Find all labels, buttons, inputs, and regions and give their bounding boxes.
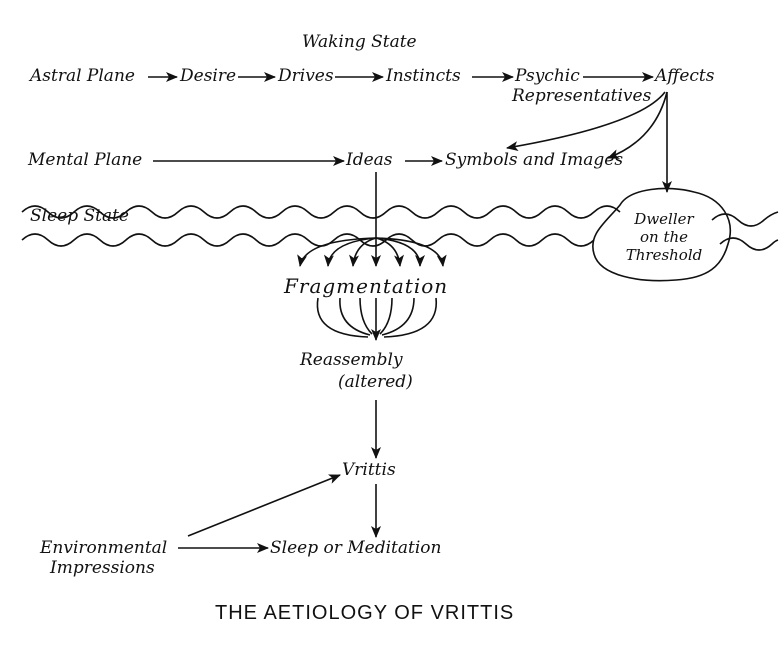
frag-arrow-5 (375, 237, 404, 267)
reassembly-arc-5 (381, 297, 415, 336)
reassembly-label: Reassembly (300, 350, 403, 370)
frag-arrow-7 (375, 237, 447, 267)
sleep-wave-top (21, 205, 621, 219)
sleep-meditation-label: Sleep or Meditation (270, 538, 442, 558)
dweller-line-1: Dweller (634, 210, 694, 228)
sleep-wave-bottom (21, 233, 595, 247)
astral-plane-label: Astral Plane (30, 66, 135, 86)
ideas-label: Ideas (346, 150, 393, 170)
waking-state-label: Waking State (302, 32, 417, 52)
reassembly-arc-3 (359, 297, 373, 335)
instincts-label: Instincts (386, 66, 461, 86)
frag-arrow-1 (297, 237, 377, 267)
dweller-line-2: on the (639, 228, 689, 246)
reassembly-arc-4 (379, 297, 393, 335)
affects-label: Affects (655, 66, 715, 86)
sleep-wave-top-right (711, 211, 779, 227)
reassembly-arc-1 (316, 297, 369, 338)
psychic-label: Psychic (515, 66, 580, 86)
sleep-wave-bottom-right (719, 237, 779, 251)
reassembly-arc-2 (339, 297, 371, 336)
environmental-label: Environmental (40, 538, 168, 558)
dweller-blob (592, 187, 731, 282)
desire-label: Desire (180, 66, 237, 86)
arrow-env-vrittis (187, 474, 341, 537)
altered-label: (altered) (338, 372, 413, 392)
fragmentation-label: Fragmentation (284, 274, 449, 298)
mental-plane-label: Mental Plane (28, 150, 143, 170)
drives-label: Drives (278, 66, 334, 86)
dweller-line-3: Threshold (625, 246, 703, 264)
representatives-label: Representatives (512, 86, 652, 106)
frag-arrow-3 (349, 237, 377, 267)
sleep-state-label: Sleep State (30, 206, 129, 226)
arrow-affects-symbols-b (607, 91, 668, 159)
arrow-affects-symbols-a (506, 91, 666, 152)
frag-arrow-2 (323, 237, 377, 267)
diagram-caption: THE AETIOLOGY OF VRITTIS (215, 602, 515, 624)
reassembly-arc-6 (383, 297, 437, 338)
vrittis-label: Vrittis (342, 460, 396, 480)
symbols-images-label: Symbols and Images (445, 150, 624, 170)
impressions-label: Impressions (50, 558, 155, 578)
